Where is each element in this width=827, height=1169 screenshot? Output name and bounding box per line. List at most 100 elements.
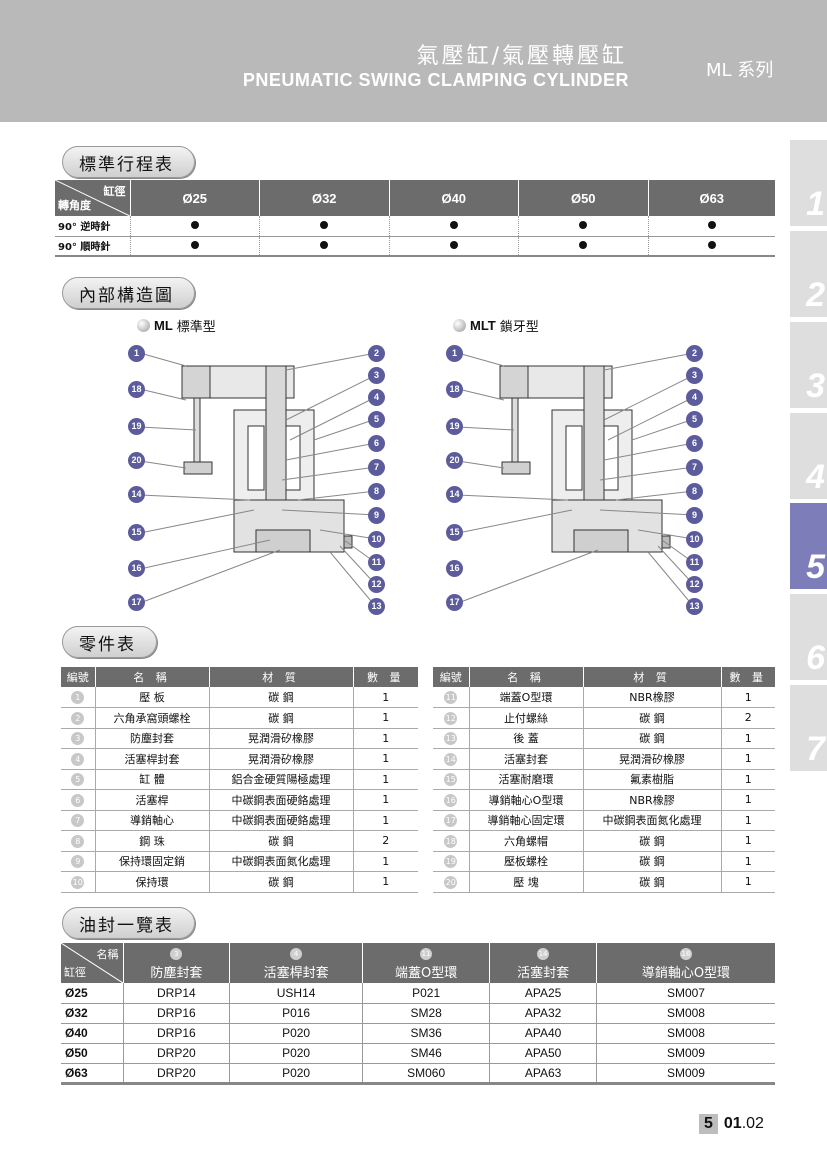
title-zh: 氣壓缸/氣壓轉壓缸 xyxy=(416,44,627,69)
availability-dot xyxy=(389,236,519,257)
part-name: 壓 塊 xyxy=(469,871,584,893)
part-qty: 1 xyxy=(353,851,418,872)
seal-code: P020 xyxy=(229,1043,363,1064)
section-title-seals: 油封一覽表 xyxy=(62,907,195,939)
callout-marker: 2 xyxy=(686,345,703,362)
part-name: 活塞封套 xyxy=(469,748,584,770)
part-name: 活塞桿 xyxy=(95,789,210,811)
part-qty: 2 xyxy=(721,707,775,729)
page-minor: .02 xyxy=(741,1115,764,1132)
chapter-tab-7[interactable]: 7 xyxy=(790,685,827,771)
part-number-badge: 10 xyxy=(61,871,96,893)
stroke-col-header: Ø25 xyxy=(130,180,260,216)
part-number-badge: 16 xyxy=(433,789,470,811)
callout-marker: 17 xyxy=(128,594,145,611)
seal-code: SM008 xyxy=(596,1023,775,1044)
part-number-badge: 14 xyxy=(433,748,470,770)
seal-code: P020 xyxy=(229,1023,363,1044)
chapter-tab-5[interactable]: 5 xyxy=(790,503,827,589)
seal-code: SM009 xyxy=(596,1043,775,1064)
callout-marker: 12 xyxy=(368,576,385,593)
part-name: 防塵封套 xyxy=(95,728,210,749)
part-qty: 1 xyxy=(353,810,418,831)
seal-code: APA50 xyxy=(489,1043,597,1064)
part-name: 止付螺絲 xyxy=(469,707,584,729)
callout-marker: 17 xyxy=(446,594,463,611)
callout-marker: 18 xyxy=(446,381,463,398)
callout-marker: 1 xyxy=(446,345,463,362)
seal-code: APA40 xyxy=(489,1023,597,1044)
seal-code: APA32 xyxy=(489,1003,597,1024)
chapter-tab-3[interactable]: 3 xyxy=(790,322,827,408)
chapter-tab-1[interactable]: 1 xyxy=(790,140,827,226)
seal-corner-header: 名稱 缸徑 xyxy=(61,943,124,983)
parts-col-header: 數 量 xyxy=(353,667,418,687)
part-material: NBR橡膠 xyxy=(583,687,722,708)
part-qty: 1 xyxy=(353,707,418,729)
seal-code: DRP20 xyxy=(123,1043,231,1064)
callout-marker: 7 xyxy=(686,459,703,476)
bore-label: Ø25 xyxy=(61,983,124,1004)
part-name: 保持環 xyxy=(95,871,210,893)
callout-marker: 12 xyxy=(686,576,703,593)
part-name: 缸 體 xyxy=(95,769,210,790)
section-title-parts: 零件表 xyxy=(62,626,157,658)
section-title-structure: 內部構造圖 xyxy=(62,277,195,309)
callout-marker: 20 xyxy=(128,452,145,469)
seal-code: SM060 xyxy=(362,1063,491,1085)
part-name: 端蓋O型環 xyxy=(469,687,584,708)
part-material: 碳 鋼 xyxy=(583,830,722,852)
part-qty: 1 xyxy=(353,789,418,811)
availability-dot xyxy=(518,216,649,237)
parts-col-header: 名 稱 xyxy=(469,667,584,687)
stroke-row-label: 90° 順時針 xyxy=(55,236,131,257)
stroke-col-header: Ø32 xyxy=(259,180,390,216)
part-qty: 1 xyxy=(353,769,418,790)
chapter-tab-4[interactable]: 4 xyxy=(790,413,827,499)
seal-code: SM28 xyxy=(362,1003,491,1024)
bore-label: Ø40 xyxy=(61,1023,124,1044)
callout-marker: 19 xyxy=(128,418,145,435)
part-number-badge: 6 xyxy=(61,789,96,811)
chapter-tab-2[interactable]: 2 xyxy=(790,231,827,317)
seal-code: SM46 xyxy=(362,1043,491,1064)
part-number-badge: 13 xyxy=(433,728,470,749)
seal-code: P021 xyxy=(362,983,491,1004)
part-material: 晃潤滑矽橡膠 xyxy=(583,748,722,770)
part-qty: 1 xyxy=(721,810,775,831)
part-number-badge: 15 xyxy=(433,769,470,790)
part-material: 碳 鋼 xyxy=(583,707,722,729)
page-number: 5 01.02 xyxy=(699,1114,764,1134)
part-number-badge: 12 xyxy=(433,707,470,729)
part-qty: 1 xyxy=(721,871,775,893)
callout-marker: 4 xyxy=(368,389,385,406)
seal-code: USH14 xyxy=(229,983,363,1004)
availability-dot xyxy=(130,236,260,257)
chapter-tab-6[interactable]: 6 xyxy=(790,594,827,680)
seal-code: DRP16 xyxy=(123,1003,231,1024)
seal-code: SM36 xyxy=(362,1023,491,1044)
chapter-number: 5 xyxy=(699,1114,718,1134)
callout-marker: 1 xyxy=(128,345,145,362)
callout-marker: 7 xyxy=(368,459,385,476)
part-name: 導銷軸心 xyxy=(95,810,210,831)
stroke-col-header: Ø63 xyxy=(648,180,775,216)
